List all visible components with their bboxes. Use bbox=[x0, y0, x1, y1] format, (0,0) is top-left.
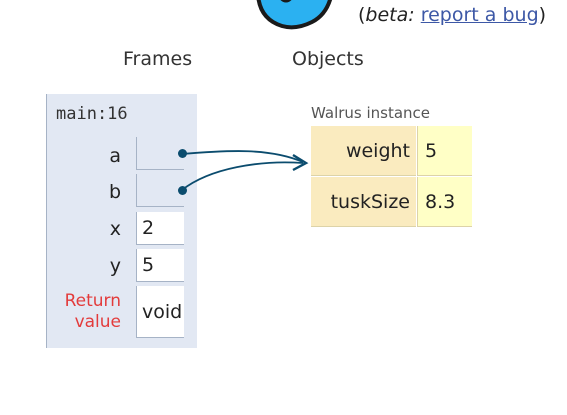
object-type-label: Walrus instance bbox=[311, 104, 431, 122]
object-field-row: weight 5 bbox=[311, 126, 472, 176]
arrowhead-icon bbox=[292, 153, 309, 172]
objects-header: Objects bbox=[292, 48, 364, 70]
frames-header: Frames bbox=[123, 48, 193, 70]
stack-frame: main:16 a b x 2 y 5 Return value void bbox=[46, 94, 197, 348]
object-field-row: tuskSize 8.3 bbox=[311, 177, 472, 227]
field-value-weight: 5 bbox=[417, 126, 472, 176]
field-key-tusksize: tuskSize bbox=[311, 177, 416, 227]
arrow-a-to-walrus bbox=[181, 150, 304, 163]
arrow-b-to-walrus bbox=[181, 161, 304, 191]
var-name-x: x bbox=[109, 218, 121, 240]
beta-notice: (beta: report a bug) bbox=[358, 4, 546, 26]
field-key-weight: weight bbox=[311, 126, 416, 176]
logo-icon bbox=[256, 0, 333, 30]
frame-name: main:16 bbox=[56, 104, 128, 124]
var-name-y: y bbox=[109, 255, 121, 277]
var-value-x: 2 bbox=[136, 212, 184, 245]
var-value-a bbox=[136, 137, 184, 170]
return-value: void bbox=[136, 286, 184, 338]
field-value-tusksize: 8.3 bbox=[417, 177, 472, 227]
walrus-object: weight 5 tuskSize 8.3 bbox=[311, 126, 472, 228]
var-value-b bbox=[136, 174, 184, 207]
var-value-y: 5 bbox=[136, 249, 184, 282]
var-name-a: a bbox=[109, 145, 121, 167]
var-name-b: b bbox=[108, 181, 121, 203]
beta-suffix: ) bbox=[538, 4, 547, 26]
return-value-label: Return value bbox=[64, 291, 121, 332]
report-bug-link[interactable]: report a bug bbox=[420, 4, 539, 26]
beta-prefix: ( bbox=[358, 4, 366, 26]
beta-label: beta: bbox=[365, 4, 415, 26]
